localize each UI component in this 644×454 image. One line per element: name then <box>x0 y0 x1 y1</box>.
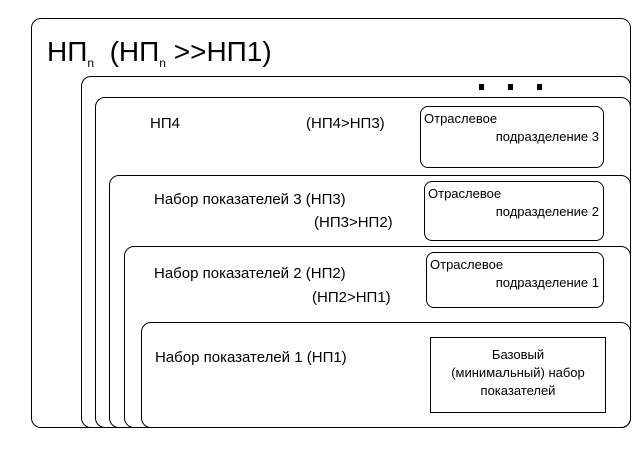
base-indicator-set: Базовый (минимальный) набор показателей <box>430 337 606 413</box>
ellipsis-dot-1 <box>479 84 484 90</box>
outer-relation-rest: >>НП1) <box>173 36 272 67</box>
np2-label: Набор показателей 2 (НП2) <box>154 265 346 282</box>
branch-unit-3-line1: Отраслевое <box>424 111 498 126</box>
ellipsis-dot-3 <box>537 84 542 90</box>
branch-unit-3-line2: подразделение 3 <box>495 129 599 144</box>
base-line2: (минимальный) набор <box>451 365 585 380</box>
base-line1: Базовый <box>491 347 545 362</box>
np3-relation: (НП3>НП2) <box>314 214 393 231</box>
outer-relation: (НП <box>109 36 160 67</box>
outer-title-main: НП <box>47 36 88 67</box>
np4-label: НП4 <box>150 115 180 132</box>
branch-unit-3: Отраслевое подразделение 3 <box>420 106 604 168</box>
outer-title-sub: n <box>87 56 95 70</box>
base-line3: показателей <box>480 383 556 398</box>
branch-unit-1: Отраслевое подразделение 1 <box>426 252 604 308</box>
outer-relation-sub: n <box>159 56 166 70</box>
outer-title: НПn (НПn >>НП1) <box>47 36 272 70</box>
branch-unit-2: Отраслевое подразделение 2 <box>424 181 604 241</box>
branch-unit-2-line2: подразделение 2 <box>495 204 599 219</box>
branch-unit-2-line1: Отраслевое <box>428 186 502 201</box>
np4-relation: (НП4>НП3) <box>306 115 385 132</box>
ellipsis-dot-2 <box>508 84 513 90</box>
np1-label: Набор показателей 1 (НП1) <box>155 349 347 366</box>
np3-label: Набор показателей 3 (НП3) <box>154 191 346 208</box>
np2-relation: (НП2>НП1) <box>312 289 391 306</box>
branch-unit-1-line1: Отраслевое <box>430 257 504 272</box>
branch-unit-1-line2: подразделение 1 <box>495 275 599 290</box>
